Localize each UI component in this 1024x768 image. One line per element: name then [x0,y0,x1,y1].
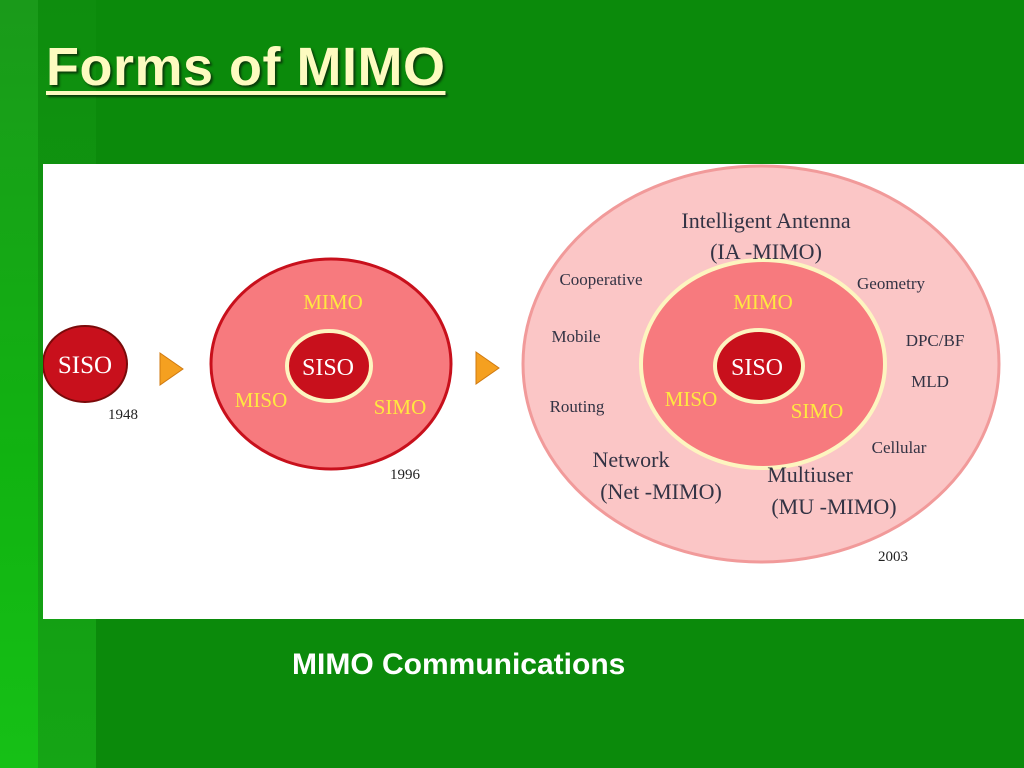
stage3-year: 2003 [878,549,908,565]
stage3-siso-circle [713,328,805,404]
diagram-panel: SISO 1948 SISO MIMO MISO SIMO 1996 SISO … [43,164,1024,619]
slide-caption: MIMO Communications [292,648,626,681]
mimo-evolution-diagram: SISO 1948 SISO MIMO MISO SIMO 1996 SISO … [43,164,1001,565]
label-cooperative: Cooperative [559,270,642,289]
stage2-year: 1996 [390,467,421,483]
label-dpc-bf: DPC/BF [906,331,965,350]
stage2-simo-label: SIMO [374,395,427,419]
arrow-right-icon [159,352,184,386]
ia-title-line2: (IA -MIMO) [710,239,822,264]
stage2-mimo-label: MIMO [303,290,363,314]
label-geometry: Geometry [857,274,925,293]
stage2-miso-label: MISO [235,388,288,412]
stage1-siso-circle [43,325,128,403]
stage2-siso-circle [285,329,373,403]
stage3-mimo-label: MIMO [733,290,793,314]
label-network-line1: Network [593,447,670,472]
stage1-siso: SISO 1948 [43,325,138,423]
stage3-miso-label: MISO [665,387,718,411]
label-multiuser-line1: Multiuser [767,462,853,487]
arrow-right-icon [475,351,500,385]
label-network-line2: (Net -MIMO) [600,479,722,504]
stage2-siso-label: SISO [302,355,354,381]
label-routing: Routing [550,397,605,416]
ia-title-line1: Intelligent Antenna [681,208,850,233]
label-mobile: Mobile [551,327,600,346]
label-mld: MLD [911,372,949,391]
stage3-ia-mimo: SISO MIMO MISO SIMO Intelligent Antenna … [521,164,1001,565]
stage2-mimo: SISO MIMO MISO SIMO 1996 [209,257,453,483]
label-cellular: Cellular [872,438,927,457]
background-stripe-light [0,0,38,768]
stage1-year: 1948 [108,407,138,423]
label-multiuser-line2: (MU -MIMO) [771,494,896,519]
stage3-siso-label: SISO [731,355,783,381]
stage3-simo-label: SIMO [791,399,844,423]
slide-title: Forms of MIMO [46,37,446,97]
stage1-siso-label: SISO [58,352,112,379]
